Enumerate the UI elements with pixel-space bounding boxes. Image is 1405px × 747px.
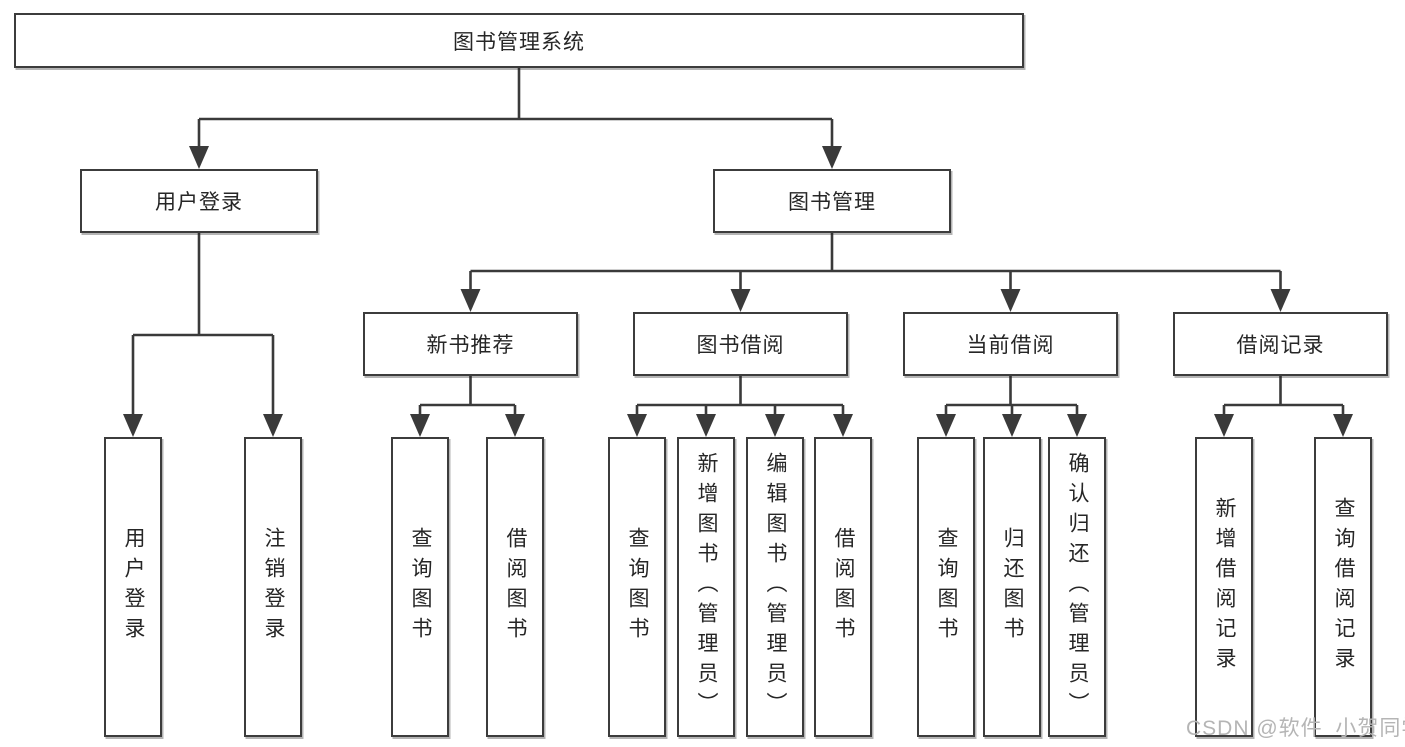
leaf-add-borrow-record: 新增借阅记录 (1195, 437, 1253, 737)
node-label: 用户登录 (155, 191, 243, 214)
leaf-logout: 注销登录 (244, 437, 302, 737)
leaf-query-books-current: 查询图书 (917, 437, 975, 737)
leaf-add-books-admin: 新增图书（管理员） (677, 437, 735, 737)
leaf-user-login: 用户登录 (104, 437, 162, 737)
leaf-query-books-borrowing: 查询图书 (608, 437, 666, 737)
leaf-confirm-return-admin: 确认归还（管理员） (1048, 437, 1106, 737)
leaf-edit-books-admin: 编辑图书（管理员） (746, 437, 804, 737)
node-label: 图书管理系统 (453, 30, 585, 54)
node-new-book-recommendation: 新书推荐 (363, 312, 578, 376)
node-book-borrowing: 图书借阅 (633, 312, 848, 376)
leaf-borrow-books-recommend: 借阅图书 (486, 437, 544, 737)
node-current-borrowing: 当前借阅 (903, 312, 1118, 376)
node-label: 图书管理 (788, 191, 876, 214)
leaf-query-books-recommend: 查询图书 (391, 437, 449, 737)
node-label: 图书借阅 (696, 334, 785, 357)
node-label: 借阅记录 (1236, 334, 1325, 357)
node-borrowing-records: 借阅记录 (1173, 312, 1388, 376)
leaf-query-borrow-record: 查询借阅记录 (1314, 437, 1372, 737)
node-library-management-system: 图书管理系统 (14, 13, 1024, 68)
node-user-login: 用户登录 (80, 169, 318, 233)
node-label: 当前借阅 (966, 334, 1055, 357)
node-label: 新书推荐 (426, 334, 515, 357)
leaf-borrow-books-borrowing: 借阅图书 (814, 437, 872, 737)
node-book-management: 图书管理 (713, 169, 951, 233)
csdn-watermark: CSDN @软件_小贺同学 (1186, 717, 1405, 740)
leaf-return-books: 归还图书 (983, 437, 1041, 737)
